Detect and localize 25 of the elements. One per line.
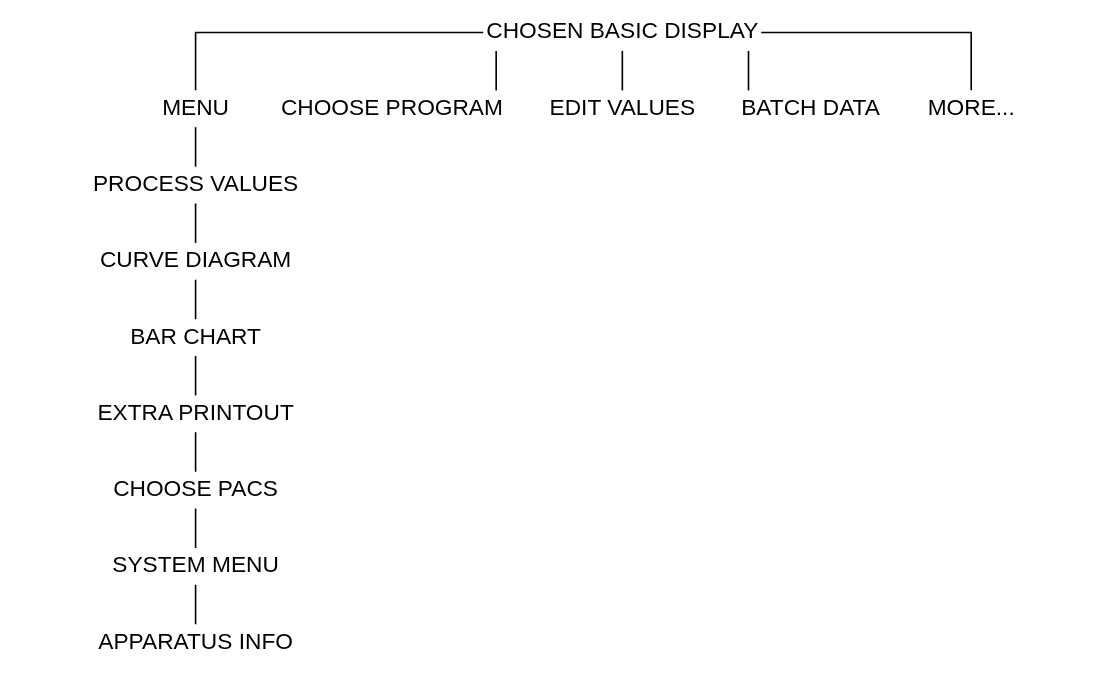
connector: [194, 431, 196, 473]
connector: [194, 583, 196, 626]
node-text: MENU: [161, 93, 229, 120]
node-text: SYSTEM MENU: [111, 551, 279, 578]
node-text: CHOOSE PACS: [112, 475, 278, 502]
node-text: APPARATUS INFO: [97, 627, 293, 654]
connector: [494, 50, 497, 92]
node-text: CHOOSE PROGRAM: [280, 93, 503, 120]
node-text: PROCESS VALUES: [92, 169, 298, 196]
node-text: CURVE DIAGRAM: [99, 246, 291, 273]
connector: [621, 50, 623, 92]
connector: [194, 126, 196, 168]
node-text: EXTRA PRINTOUT: [96, 398, 294, 425]
node-text: MORE...: [927, 93, 1015, 120]
connector: [759, 31, 972, 92]
node-text: BAR CHART: [129, 322, 261, 349]
connector: [747, 50, 749, 92]
connector: [194, 507, 196, 549]
connector: [194, 31, 484, 92]
node-text: BATCH DATA: [740, 93, 880, 120]
connector: [194, 202, 196, 244]
connector: [194, 355, 196, 397]
node-text: CHOSEN BASIC DISPLAY: [485, 17, 758, 44]
node-text: EDIT VALUES: [549, 93, 695, 120]
connector: [194, 278, 196, 320]
